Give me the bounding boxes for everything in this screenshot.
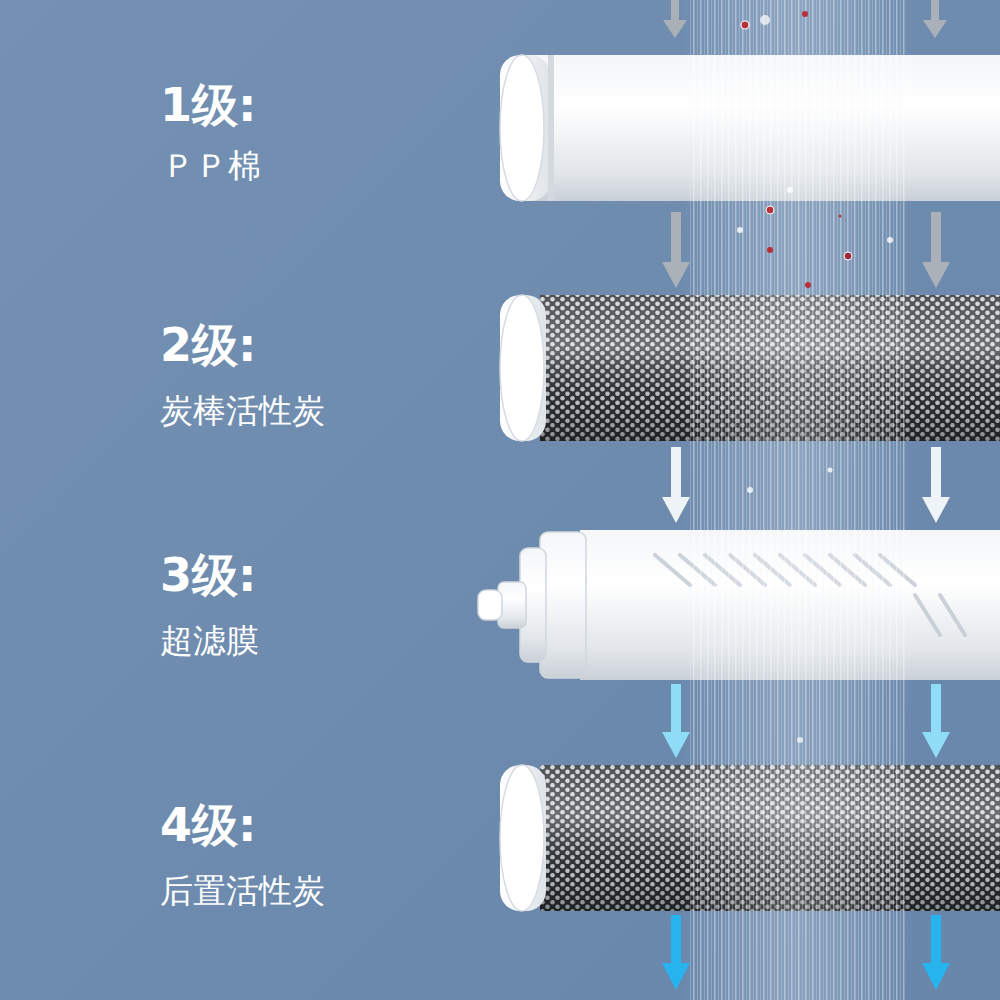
stage-number: 2级:: [160, 322, 256, 368]
stage-number: 3级:: [160, 552, 256, 598]
stage-number: 1级:: [160, 82, 256, 128]
flow-arrows: [662, 0, 950, 990]
water-stream: [680, 0, 915, 1000]
stage-name: ＰＰ棉: [162, 149, 261, 182]
stage-name: 后置活性炭: [160, 874, 325, 907]
impurity-particles: [737, 11, 893, 743]
stage-name: 超滤膜: [160, 624, 259, 657]
stage-number: 4级:: [160, 802, 256, 848]
stage-name: 炭棒活性炭: [160, 394, 325, 427]
